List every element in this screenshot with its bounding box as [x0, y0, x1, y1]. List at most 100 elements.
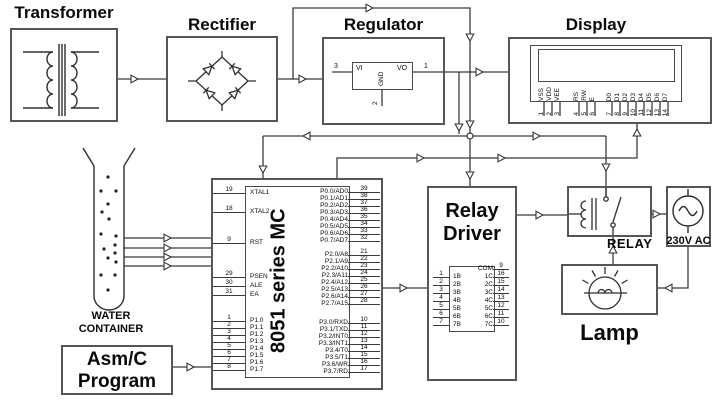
pin-label: 2B: [453, 281, 461, 288]
pin-label: ALE: [250, 282, 263, 289]
pin-number: 38: [348, 192, 380, 200]
pin-number: 33: [348, 227, 380, 235]
pin-number: 36: [348, 206, 380, 214]
pin-row: P2.6/A14 27: [253, 290, 380, 300]
display-pin-number: 5: [581, 112, 588, 116]
pin-row: P3.1/TXD 11: [253, 323, 380, 333]
pin-label: P3.5/T1: [325, 354, 348, 361]
pin-label: P1.5: [250, 352, 264, 359]
pin-label: P2.0/A8: [324, 251, 348, 258]
pin-number: 14: [348, 344, 380, 352]
pin-label: 2C: [484, 281, 493, 288]
pin-number: 16: [493, 270, 509, 278]
pin-number: 2: [213, 321, 245, 329]
transformer-title: Transformer: [14, 3, 114, 22]
pin-row: COM 9: [452, 262, 509, 272]
pin-number: 7: [213, 356, 245, 364]
water-container-label: WATER CONTAINER: [60, 310, 162, 336]
pin-number: 4: [433, 294, 449, 302]
pin-label: 6B: [453, 313, 461, 320]
pin-label: P1.0: [250, 317, 264, 324]
pin-label: P2.7/A15: [321, 300, 348, 307]
pin-number: 1: [213, 314, 245, 322]
relay-driver-box: [427, 186, 517, 381]
pin-row: 7 7B: [433, 318, 473, 328]
pin-label: P0.4/AD4: [320, 216, 348, 223]
mc-outer-box: [211, 178, 383, 390]
pin-number: 21: [348, 248, 380, 256]
lamp-symbol: [582, 267, 628, 310]
pin-number: 22: [348, 255, 380, 263]
program-label-line1: Asm/C: [86, 349, 148, 370]
rectifier-box: [166, 36, 278, 122]
pin-number: 9: [213, 236, 245, 244]
lcd-module-box: [530, 45, 682, 102]
wire-ac-lamp: [658, 247, 689, 289]
pin-label: P3.2/INT0: [318, 333, 348, 340]
pin-row: 29 PSEN: [213, 269, 313, 280]
display-pin-label: D0: [606, 92, 613, 101]
pin-number: 5: [213, 342, 245, 350]
pin-label: P2.6/A14: [321, 293, 348, 300]
pin-number: 3: [213, 328, 245, 336]
lamp-box: [561, 264, 658, 315]
pin-row: 8 P1.7: [213, 363, 313, 373]
pin-number: 7: [433, 318, 449, 326]
pin-label: P2.4/A12: [321, 279, 348, 286]
ac-source-box: [666, 186, 711, 247]
pin-number: 6: [213, 349, 245, 357]
display-pin-label: VDD: [546, 87, 553, 101]
pin-label: XTAL1: [250, 189, 270, 196]
pin-row: 2C 15: [452, 278, 509, 288]
pin-label: RST: [250, 239, 263, 246]
program-label: Asm/C Program: [61, 349, 173, 393]
pin-number: 1: [433, 270, 449, 278]
mc-pins-psen-ale-ea: 29 PSEN 30 ALE 31 EA: [213, 269, 313, 298]
pin-row: P3.6/WR 16: [253, 358, 380, 368]
display-pin-label: D2: [622, 92, 629, 101]
display-pin-label: D1: [614, 92, 621, 101]
pin-label: P3.7/RD: [323, 368, 348, 375]
pin-number: 18: [213, 205, 245, 213]
pin-row: 1 P1.0: [213, 314, 313, 324]
pin-label: 1C: [484, 273, 493, 280]
transformer-box: [10, 28, 118, 122]
pin-row: P0.2/AD2 37: [253, 199, 380, 209]
relay-label: RELAY: [607, 236, 653, 251]
mc-pins-p2: P2.0/A8 21 P2.1/A9 22 P2.2/A10 23 P2.3/A…: [253, 248, 380, 307]
display-pin-number: 10: [630, 108, 637, 116]
pin-row: 2 2B: [433, 278, 473, 288]
pin-row: 4 4B: [433, 294, 473, 304]
display-pin-label: VEE: [554, 87, 561, 101]
display-pin-label: D7: [662, 92, 669, 101]
transformer-symbol: [23, 44, 99, 116]
bridge-rectifier-symbol: [188, 51, 256, 111]
pin-number: 11: [493, 310, 509, 318]
pin-number: 10: [493, 318, 509, 326]
pin-label: P0.3/AD3: [320, 209, 348, 216]
mc-pin-xtal2: 18 XTAL2: [213, 205, 313, 215]
pin-row: P0.5/AD5 34: [253, 220, 380, 230]
pin-row: 3 3B: [433, 286, 473, 296]
display-pin-number: 13: [654, 108, 661, 116]
water-label-line1: WATER: [91, 310, 131, 322]
display-pin-number: 8: [614, 112, 621, 116]
pin-label: 7C: [484, 321, 493, 328]
pin-label: 5B: [453, 305, 461, 312]
pin-row: P2.5/A13 26: [253, 283, 380, 293]
pin-number: 23: [348, 262, 380, 270]
pin-number: 5: [433, 302, 449, 310]
display-pin-label: D6: [654, 92, 661, 101]
pin-label: P1.1: [250, 324, 264, 331]
pin-number: 13: [493, 294, 509, 302]
regulator-pin1-number: 1: [424, 63, 428, 70]
rectifier-title: Rectifier: [187, 15, 257, 34]
pin-label: P0.0/AD0: [320, 188, 348, 195]
